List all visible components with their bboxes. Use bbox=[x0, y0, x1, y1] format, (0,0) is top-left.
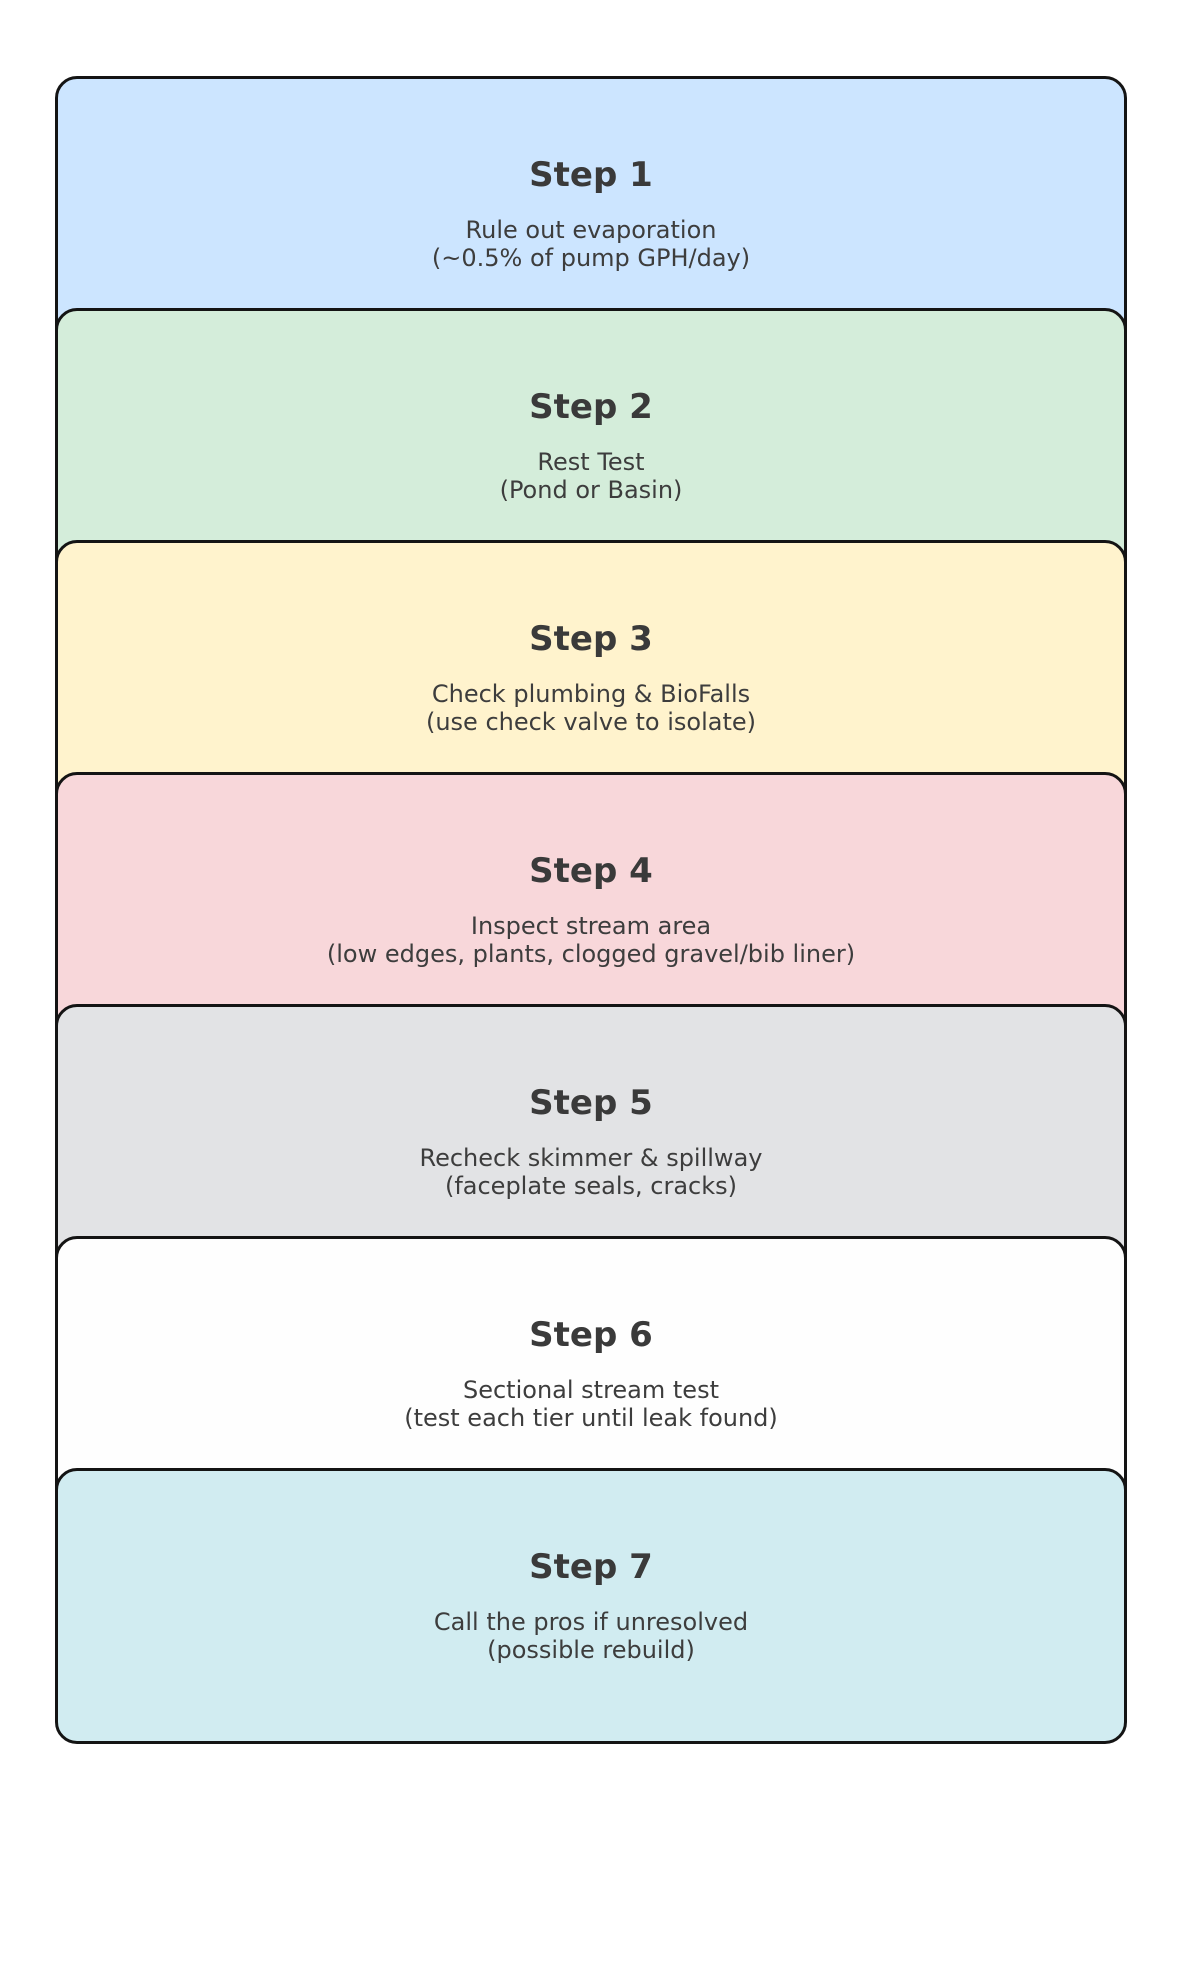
step-desc-line2: (~0.5% of pump GPH/day) bbox=[431, 243, 751, 272]
step-description: Call the pros if unresolved (possible re… bbox=[434, 1608, 748, 1664]
step-title: Step 1 bbox=[529, 155, 653, 196]
step-card-4: Step 4 Inspect stream area (low edges, p… bbox=[55, 772, 1127, 1048]
step-desc-line2: (low edges, plants, clogged gravel/bib l… bbox=[326, 939, 856, 968]
step-flow-diagram: Step 1 Rule out evaporation (~0.5% of pu… bbox=[55, 76, 1127, 1744]
step-desc-line1: Inspect stream area bbox=[470, 911, 712, 940]
step-desc-line1: Sectional stream test bbox=[462, 1375, 719, 1404]
step-desc-line2: (test each tier until leak found) bbox=[404, 1403, 778, 1432]
step-desc-line2: (possible rebuild) bbox=[487, 1635, 695, 1664]
step-desc-line2: (use check valve to isolate) bbox=[425, 707, 757, 736]
step-card-2: Step 2 Rest Test (Pond or Basin) bbox=[55, 308, 1127, 584]
step-description: Check plumbing & BioFalls (use check val… bbox=[426, 680, 756, 736]
step-title: Step 4 bbox=[529, 851, 653, 892]
step-desc-line2: (Pond or Basin) bbox=[499, 475, 683, 504]
step-title: Step 5 bbox=[529, 1083, 653, 1124]
step-desc-line1: Rule out evaporation bbox=[465, 215, 717, 244]
step-card-1: Step 1 Rule out evaporation (~0.5% of pu… bbox=[55, 76, 1127, 352]
step-card-7: Step 7 Call the pros if unresolved (poss… bbox=[55, 1468, 1127, 1744]
step-desc-line2: (faceplate seals, cracks) bbox=[444, 1171, 737, 1200]
step-description: Sectional stream test (test each tier un… bbox=[404, 1376, 778, 1432]
step-desc-line1: Check plumbing & BioFalls bbox=[431, 679, 751, 708]
step-card-5: Step 5 Recheck skimmer & spillway (facep… bbox=[55, 1004, 1127, 1280]
step-title: Step 3 bbox=[529, 619, 653, 660]
step-title: Step 6 bbox=[529, 1315, 653, 1356]
step-card-6: Step 6 Sectional stream test (test each … bbox=[55, 1236, 1127, 1512]
step-desc-line1: Recheck skimmer & spillway bbox=[419, 1143, 763, 1172]
step-description: Recheck skimmer & spillway (faceplate se… bbox=[420, 1144, 763, 1200]
step-description: Rest Test (Pond or Basin) bbox=[500, 448, 683, 504]
step-description: Rule out evaporation (~0.5% of pump GPH/… bbox=[432, 216, 750, 272]
step-desc-line1: Call the pros if unresolved bbox=[433, 1607, 749, 1636]
step-desc-line1: Rest Test bbox=[537, 447, 645, 476]
step-description: Inspect stream area (low edges, plants, … bbox=[327, 912, 855, 968]
step-title: Step 2 bbox=[529, 387, 653, 428]
step-title: Step 7 bbox=[529, 1547, 653, 1588]
